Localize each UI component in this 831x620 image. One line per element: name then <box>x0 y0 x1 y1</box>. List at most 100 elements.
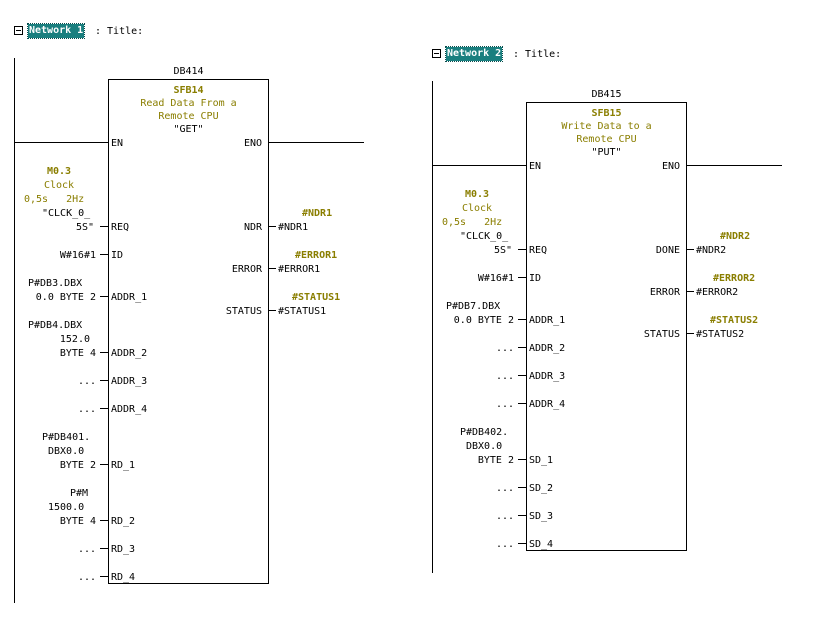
addr1-value-1b[interactable]: 0.0 BYTE 2 <box>35 292 96 303</box>
addr4-value-2[interactable]: ... <box>495 399 514 410</box>
pin-id-2: ID <box>529 273 542 284</box>
error-stub-2 <box>686 291 694 292</box>
addr1-value-1a[interactable]: P#DB3.DBX <box>28 278 83 289</box>
pin-sd1-2: SD_1 <box>529 455 554 466</box>
clock-sym-1a: "CLCK_0_ <box>42 208 91 219</box>
rd1-value-1a[interactable]: P#DB401. <box>42 432 91 443</box>
sfb15-name: "PUT" <box>591 147 622 158</box>
addr1-value-2b[interactable]: 0.0 BYTE 2 <box>453 315 514 326</box>
status-value-1[interactable]: #STATUS1 <box>278 306 327 317</box>
addr2-value-1a[interactable]: P#DB4.DBX <box>28 320 83 331</box>
sd1-value-2b[interactable]: DBX0.0 <box>466 441 503 452</box>
pin-addr4-1: ADDR_4 <box>111 404 148 415</box>
req-stub-2 <box>518 249 526 250</box>
en-pin-2: EN <box>529 161 542 172</box>
status-symbol-2: #STATUS2 <box>710 315 759 326</box>
id-value-1[interactable]: W#16#1 <box>59 250 96 261</box>
en-pin-1: EN <box>111 138 124 149</box>
addr4-stub-1 <box>100 408 108 409</box>
addr1-stub-1 <box>100 296 108 297</box>
sd2-stub-2 <box>518 487 526 488</box>
ndr-value-1[interactable]: #NDR1 <box>278 222 309 233</box>
status-stub-1 <box>268 310 276 311</box>
error-value-2[interactable]: #ERROR2 <box>696 287 739 298</box>
network-1-title[interactable]: : Title: <box>95 26 144 37</box>
pin-rd2-1: RD_2 <box>111 516 136 527</box>
done-value-2[interactable]: #NDR2 <box>696 245 727 256</box>
addr4-value-1[interactable]: ... <box>77 404 96 415</box>
rd2-value-1a[interactable]: P#M <box>70 488 89 499</box>
collapse-network-2-icon[interactable] <box>432 49 441 58</box>
error-symbol-1: #ERROR1 <box>295 250 338 261</box>
done-stub-2 <box>686 249 694 250</box>
pin-addr3-1: ADDR_3 <box>111 376 148 387</box>
sfb15-desc-2: Remote CPU <box>576 134 637 145</box>
eno-pin-2: ENO <box>661 161 680 172</box>
sfb15-label: SFB15 <box>591 108 622 119</box>
error-value-1[interactable]: #ERROR1 <box>278 264 321 275</box>
id-value-2[interactable]: W#16#1 <box>477 273 514 284</box>
addr2-value-2[interactable]: ... <box>495 343 514 354</box>
sd3-stub-2 <box>518 515 526 516</box>
pin-id-1: ID <box>111 250 124 261</box>
pin-req-1: REQ <box>111 222 130 233</box>
rd4-value-1[interactable]: ... <box>77 572 96 583</box>
pin-error-2: ERROR <box>649 287 680 298</box>
eno-pin-1: ENO <box>243 138 262 149</box>
sfb14-block[interactable] <box>108 79 269 584</box>
rd1-stub-1 <box>100 464 108 465</box>
clock-freq-1: 0,5s 2Hz <box>24 194 85 205</box>
sd2-value-2[interactable]: ... <box>495 483 514 494</box>
en-wire-2 <box>432 165 527 166</box>
eno-wire-2 <box>686 165 782 166</box>
addr2-stub-2 <box>518 347 526 348</box>
network-1-label[interactable]: Network 1 <box>26 23 86 39</box>
rd1-value-1b[interactable]: DBX0.0 <box>48 446 85 457</box>
sfb14-desc-1: Read Data From a <box>140 98 237 109</box>
sfb14-label: SFB14 <box>173 85 204 96</box>
pin-error-1: ERROR <box>231 264 262 275</box>
sd1-value-2a[interactable]: P#DB402. <box>460 427 509 438</box>
id-stub-1 <box>100 254 108 255</box>
error-stub-1 <box>268 268 276 269</box>
network-2-title[interactable]: : Title: <box>513 49 562 60</box>
sd4-value-2[interactable]: ... <box>495 539 514 550</box>
sfb15-block[interactable] <box>526 102 687 551</box>
sfb14-name: "GET" <box>173 124 204 135</box>
collapse-network-1-icon[interactable] <box>14 26 23 35</box>
sfb15-desc-1: Write Data to a <box>561 121 652 132</box>
pin-sd4-2: SD_4 <box>529 539 554 550</box>
rd2-value-1c[interactable]: BYTE 4 <box>59 516 96 527</box>
pin-done-2: DONE <box>655 245 680 256</box>
pin-addr2-1: ADDR_2 <box>111 348 148 359</box>
sd3-value-2[interactable]: ... <box>495 511 514 522</box>
clock-addr-2: M0.3 <box>464 189 490 200</box>
pin-addr2-2: ADDR_2 <box>529 343 566 354</box>
rd1-value-1c[interactable]: BYTE 2 <box>59 460 96 471</box>
pin-sd2-2: SD_2 <box>529 483 554 494</box>
db415-label: DB415 <box>591 89 622 100</box>
addr2-value-1c[interactable]: BYTE 4 <box>59 348 96 359</box>
rd3-value-1[interactable]: ... <box>77 544 96 555</box>
sd1-value-2c[interactable]: BYTE 2 <box>477 455 514 466</box>
sd4-stub-2 <box>518 543 526 544</box>
pin-addr1-1: ADDR_1 <box>111 292 148 303</box>
clock-sym-2a: "CLCK_0_ <box>460 231 509 242</box>
req-stub-1 <box>100 226 108 227</box>
status-value-2[interactable]: #STATUS2 <box>696 329 745 340</box>
addr3-value-2[interactable]: ... <box>495 371 514 382</box>
status-stub-2 <box>686 333 694 334</box>
addr2-value-1b[interactable]: 152.0 <box>59 334 90 345</box>
rd2-value-1b[interactable]: 1500.0 <box>48 502 85 513</box>
clock-name-1: Clock <box>43 180 75 191</box>
rd4-stub-1 <box>100 576 108 577</box>
addr4-stub-2 <box>518 403 526 404</box>
addr3-value-1[interactable]: ... <box>77 376 96 387</box>
pin-rd4-1: RD_4 <box>111 572 136 583</box>
addr1-value-2a[interactable]: P#DB7.DBX <box>446 301 501 312</box>
power-rail-2 <box>432 81 433 573</box>
addr3-stub-1 <box>100 380 108 381</box>
network-2-label[interactable]: Network 2 <box>444 46 504 62</box>
sfb14-desc-2: Remote CPU <box>158 111 219 122</box>
ndr-stub-1 <box>268 226 276 227</box>
